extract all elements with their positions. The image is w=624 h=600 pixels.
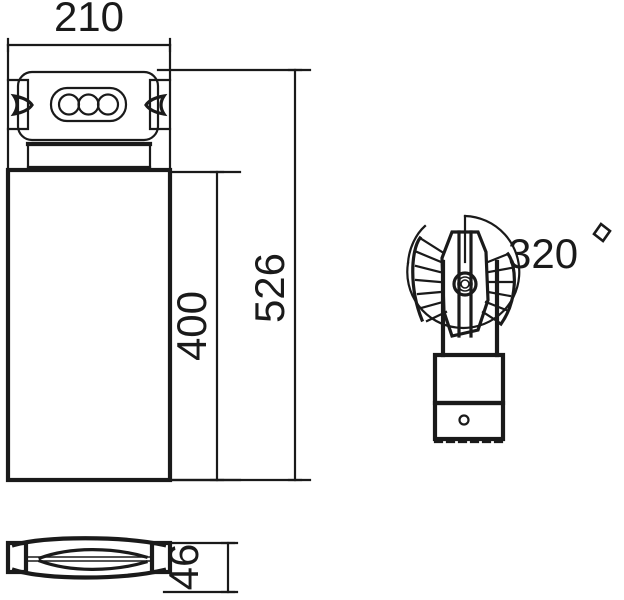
pivot-boss-ring [457,276,473,292]
lens-outline-bottom [11,567,167,580]
pivot-boss-outer [452,271,478,297]
led-circle-2 [77,93,100,116]
bracket-left [6,78,30,131]
head-outer-body [16,70,160,142]
heatsink-fins-left [411,235,448,323]
degree-diamond-icon [592,222,612,243]
dimension-210: 210 [6,0,172,172]
dimension-400: 400 [168,170,242,482]
dimension-526: 526 [156,68,312,482]
base-upper [432,352,506,406]
dim-label-526: 526 [246,253,293,323]
dim-label-46: 46 [160,544,207,591]
lens-cap-left [5,540,29,575]
lens-inner-bottom [37,558,148,571]
lens-housing [49,86,128,123]
pivot-boss-center [460,279,470,289]
led-circle-1 [57,93,81,116]
angle-label-320: 320 [508,230,578,277]
lens-outline-top [11,536,167,548]
body-main-rect [5,167,173,483]
dim-label-400: 400 [168,291,215,361]
bracket-right [148,78,172,131]
dim-label-210: 210 [54,0,124,40]
lens-inner-top [37,548,148,561]
rotation-arc-tail [406,224,427,265]
base-fixing-hole [458,414,470,426]
pivot-arrow-left [10,93,34,117]
led-circle-3 [96,93,120,116]
front-view [5,167,173,483]
bottom-view [5,536,173,580]
heatsink-fins-right [481,251,516,327]
dimension-46: 46 [160,541,239,594]
side-view: 320 [406,214,612,444]
pivot-arrow-right [144,93,168,117]
base-lower [432,400,506,442]
top-view [6,70,172,169]
head-body-side [440,230,490,338]
